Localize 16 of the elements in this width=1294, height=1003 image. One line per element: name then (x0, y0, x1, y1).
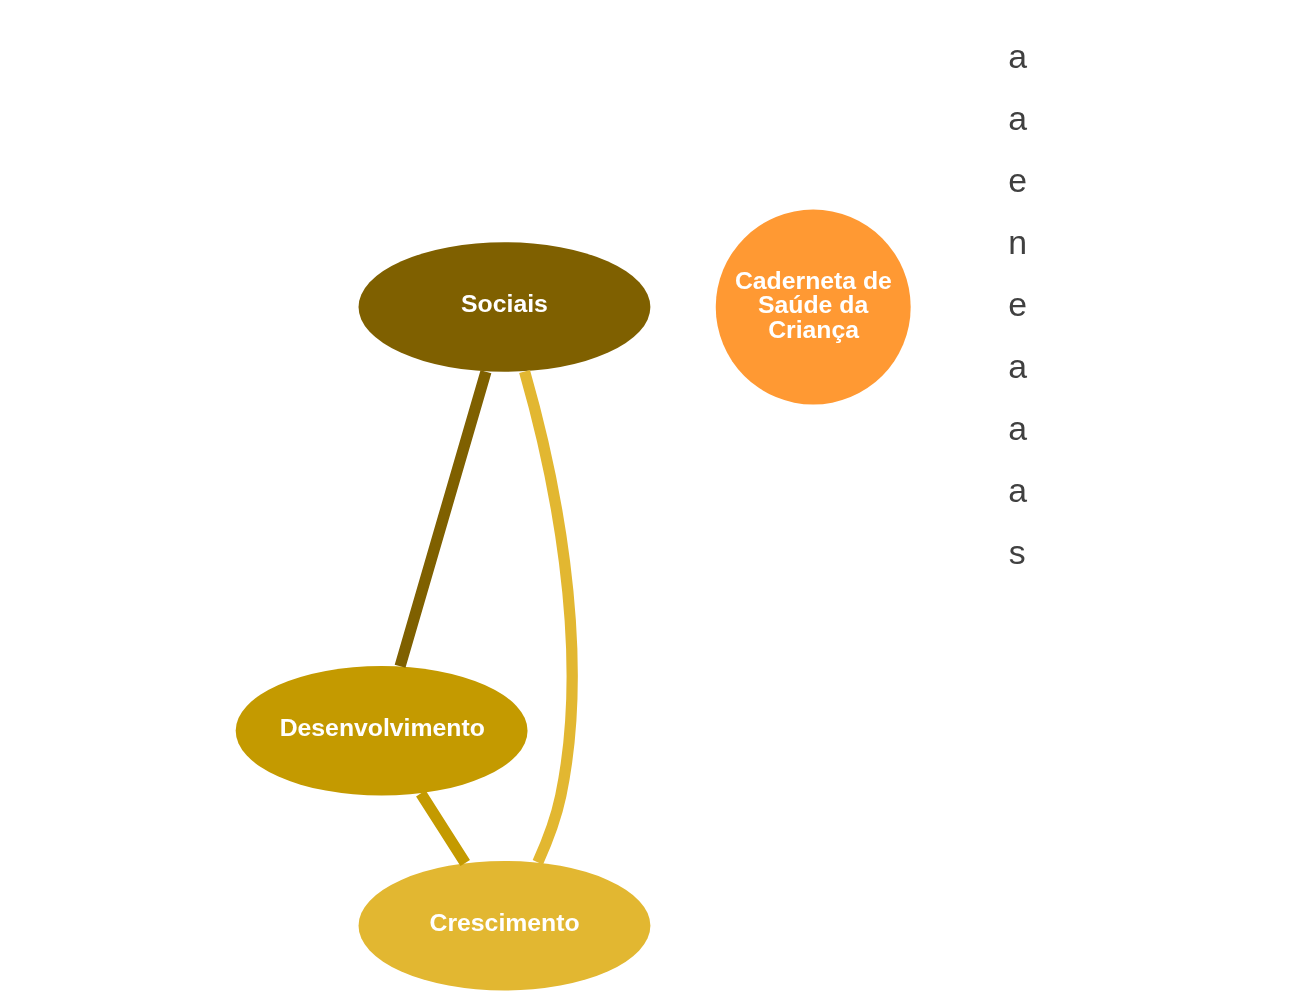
connector (519, 369, 578, 865)
label: n (1008, 222, 1027, 261)
label: s (1008, 532, 1026, 571)
label: e (1008, 284, 1027, 323)
label: a (1008, 36, 1027, 75)
connector (416, 789, 470, 866)
label: a (1008, 98, 1027, 137)
label: a (1008, 346, 1027, 385)
node-ellipse: Sociais (358, 241, 651, 372)
node-ellipse: Desenvolvimento (235, 665, 528, 796)
connector (394, 369, 492, 668)
node-ellipse: Crescimento (358, 860, 651, 990)
label: a (1008, 470, 1027, 509)
label: e (1008, 160, 1027, 199)
label: a (1008, 408, 1027, 447)
node-circle: Caderneta de Saúde da Criança (715, 209, 911, 405)
